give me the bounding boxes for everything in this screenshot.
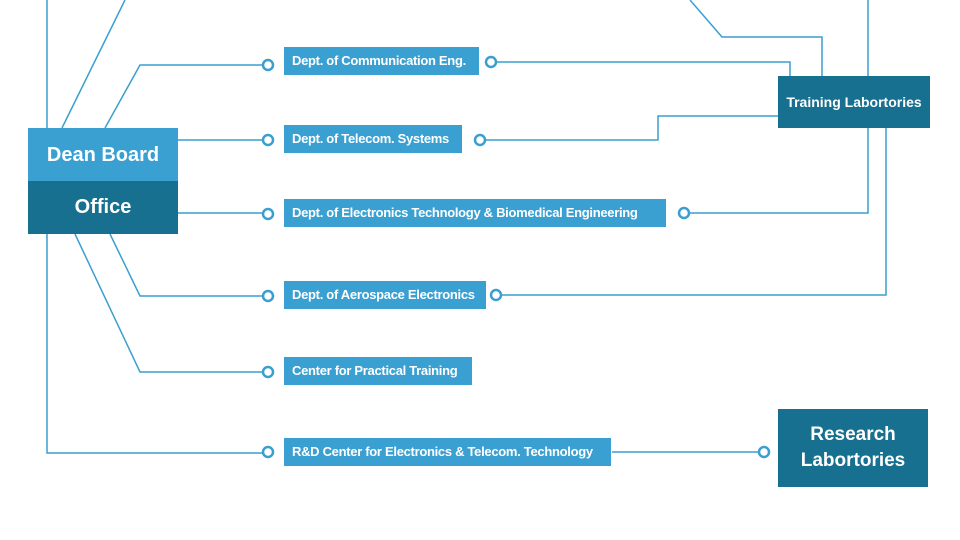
dept-electronics-label: Dept. of Electronics Technology & Biomed… <box>292 205 638 220</box>
connector-aerospace-right <box>500 128 887 296</box>
connector-rnd <box>46 234 262 454</box>
dean-board-title: Dean Board <box>46 144 160 166</box>
dept-telecom-box: Dept. of Telecom. Systems <box>284 125 462 153</box>
training-labs-box: Training Labortories <box>778 76 930 128</box>
connector-electronics-right <box>690 128 869 214</box>
office-label: Office <box>74 196 132 218</box>
connector-dot <box>261 207 275 221</box>
dept-aerospace-box: Dept. of Aerospace Electronics <box>284 281 486 309</box>
dept-communication-box: Dept. of Communication Eng. <box>284 47 479 75</box>
connector-dot <box>757 445 771 459</box>
rnd-center-box: R&D Center for Electronics & Telecom. Te… <box>284 438 611 466</box>
connector-dot <box>484 55 498 69</box>
dean-board-box: Dean Board <box>28 128 178 181</box>
center-practical-label: Center for Practical Training <box>292 363 458 378</box>
connector-comm-right <box>497 61 791 104</box>
connector-training-diag <box>689 0 823 76</box>
dept-telecom-label: Dept. of Telecom. Systems <box>292 131 449 146</box>
research-labs-line2: Labortories <box>800 450 906 471</box>
research-labs-line1: Research <box>810 424 896 445</box>
connector-dot <box>261 365 275 379</box>
connector-dot <box>677 206 691 220</box>
dept-electronics-box: Dept. of Electronics Technology & Biomed… <box>284 199 666 227</box>
training-labs-label: Training Labortories <box>786 94 922 110</box>
connector-dot <box>261 58 275 72</box>
connector-dot <box>261 133 275 147</box>
connector-aerospace <box>109 233 262 297</box>
center-practical-box: Center for Practical Training <box>284 357 472 385</box>
dept-communication-label: Dept. of Communication Eng. <box>292 53 466 68</box>
dept-aerospace-label: Dept. of Aerospace Electronics <box>292 287 475 302</box>
research-labs-box: Research Labortories <box>778 409 928 487</box>
connector-comm <box>104 64 262 129</box>
connector-dot <box>473 133 487 147</box>
connector-dot <box>261 289 275 303</box>
connector-top-diag <box>61 0 126 129</box>
connector-dot <box>261 445 275 459</box>
connector-practical <box>74 233 262 373</box>
rnd-center-label: R&D Center for Electronics & Telecom. Te… <box>292 444 593 459</box>
office-box: Office <box>28 181 178 234</box>
connector-dot <box>489 288 503 302</box>
connector-telecom-right <box>486 115 778 141</box>
